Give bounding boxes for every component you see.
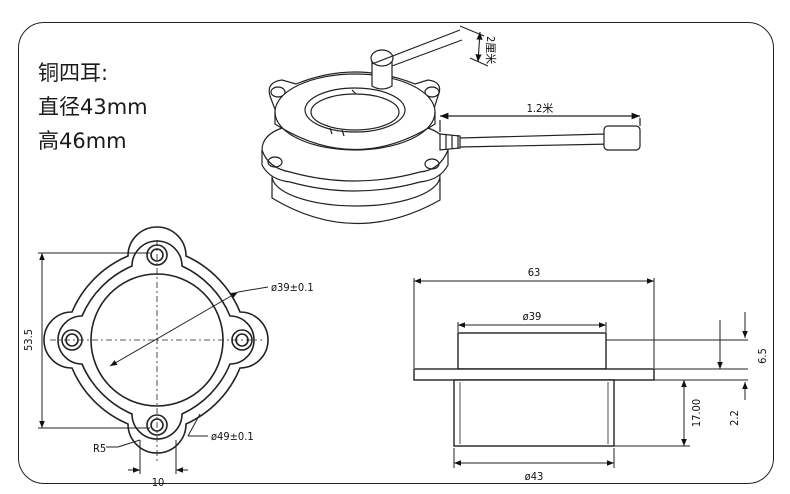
outer-diameter-label: ø49±0.1 bbox=[211, 430, 254, 443]
ear-width-label: 10 bbox=[152, 476, 165, 489]
spec-title: 铜四耳: bbox=[38, 61, 109, 85]
wire-length-dim bbox=[459, 25, 489, 67]
front-height-label: 53.5 bbox=[22, 329, 35, 351]
isometric-view bbox=[261, 29, 641, 225]
drawing-frame bbox=[18, 22, 774, 484]
dim-2-2-label: 2.2 bbox=[728, 410, 741, 426]
side-width-label: 63 bbox=[528, 266, 541, 279]
spec-diameter: 直径43mm bbox=[38, 95, 148, 119]
side-view bbox=[413, 332, 655, 447]
dim-17-label: 17.00 bbox=[690, 399, 703, 427]
spec-text: 铜四耳: 直径43mm 高46mm bbox=[38, 56, 148, 158]
wire-length-label: 2厘米 bbox=[484, 36, 497, 64]
bottom-diameter-label: ø43 bbox=[525, 470, 544, 483]
inner-diameter-label: ø39±0.1 bbox=[271, 281, 314, 294]
front-centerlines bbox=[50, 240, 262, 462]
spec-height: 高46mm bbox=[38, 129, 127, 153]
front-dimensions bbox=[38, 252, 269, 474]
top-diameter-label: ø39 bbox=[523, 310, 542, 323]
side-dimensions bbox=[413, 278, 748, 468]
cable-length-label: 1.2米 bbox=[527, 102, 554, 115]
radius-label: R5 bbox=[93, 442, 106, 455]
dim-6-5-label: 6.5 bbox=[756, 348, 769, 364]
